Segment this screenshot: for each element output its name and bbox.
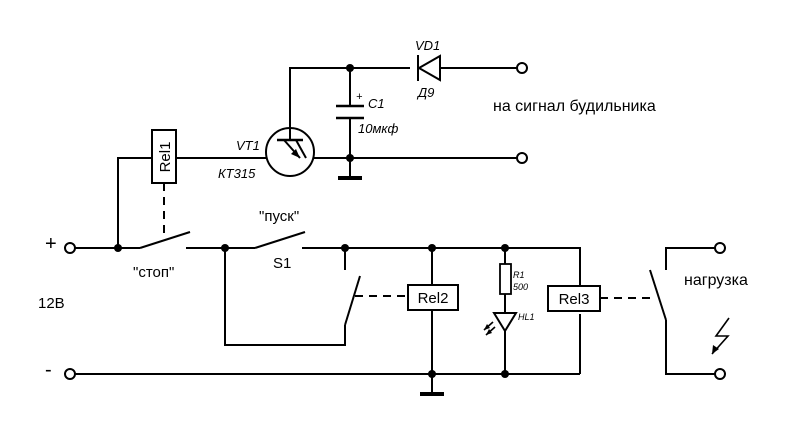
s1-label: S1 xyxy=(273,255,291,272)
transistor-vt1 xyxy=(265,127,315,177)
r1-label: R1 xyxy=(513,270,525,280)
kt315-label: КТ315 xyxy=(218,166,256,181)
start-label: "пуск" xyxy=(259,208,299,225)
minus-label: - xyxy=(45,359,52,381)
vt1-label: VT1 xyxy=(236,138,260,153)
resistor-r1 xyxy=(499,248,512,313)
vd1-label: VD1 xyxy=(415,38,440,53)
terminals xyxy=(64,62,726,380)
stop-label: "стоп" xyxy=(133,264,174,281)
c1-value-label: 10мкф xyxy=(358,121,399,136)
voltage-label: 12В xyxy=(38,295,65,312)
junction-dots xyxy=(114,64,509,378)
led-hl1 xyxy=(483,312,518,374)
alarm-signal-label: на сигнал будильника xyxy=(493,98,656,115)
plus-label: + xyxy=(45,233,57,255)
relay-rel1 xyxy=(151,129,177,184)
rel1-label: Rel1 xyxy=(157,142,174,173)
load-switch xyxy=(649,247,720,375)
top-wiring xyxy=(289,67,520,180)
load-label: нагрузка xyxy=(684,272,748,289)
hl1-label: HL1 xyxy=(518,312,535,322)
c1-label: C1 xyxy=(368,96,385,111)
relay-rel3 xyxy=(547,285,601,312)
diode-vd1 xyxy=(416,54,441,82)
rel3-label: Rel3 xyxy=(559,291,590,308)
svg-text:+: + xyxy=(356,91,363,103)
r1-value-label: 500 xyxy=(513,282,528,292)
d9-label: Д9 xyxy=(416,85,434,100)
relay-rel2 xyxy=(407,284,459,311)
lightning-icon xyxy=(711,317,730,355)
rel2-label: Rel2 xyxy=(418,290,449,307)
positive-rail xyxy=(72,231,581,374)
rel2-contact xyxy=(224,248,408,346)
capacitor-c1: + xyxy=(336,91,364,120)
